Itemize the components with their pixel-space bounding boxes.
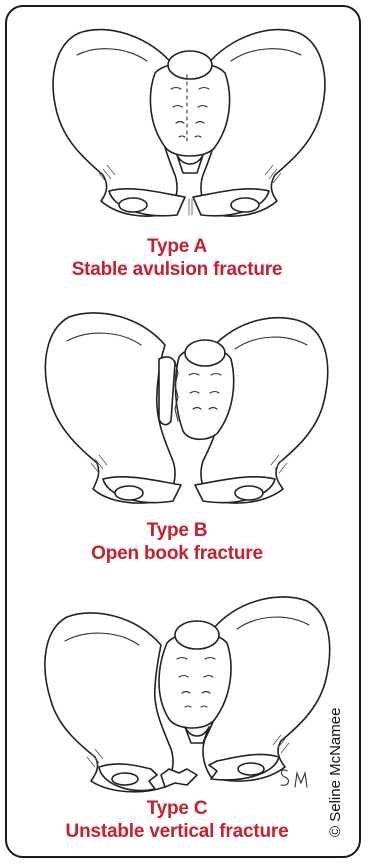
caption-type-b: Type B Open book fracture	[7, 519, 347, 565]
artist-signature	[277, 763, 317, 795]
type-label: Type C	[7, 797, 347, 820]
caption-type-a: Type A Stable avulsion fracture	[7, 235, 347, 281]
copyright-credit: © Seline McNamee	[323, 637, 349, 837]
caption-type-c: Type C Unstable vertical fracture	[7, 797, 347, 843]
fracture-description: Unstable vertical fracture	[7, 820, 347, 843]
fracture-description: Open book fracture	[7, 542, 347, 565]
type-label: Type B	[7, 519, 347, 542]
panel-type-a: Type A Stable avulsion fracture	[7, 7, 347, 287]
fracture-description: Stable avulsion fracture	[7, 258, 347, 281]
pelvis-open-book-icon	[37, 301, 337, 511]
pelvis-intact-icon	[37, 15, 337, 230]
type-label: Type A	[7, 235, 347, 258]
panel-type-c: Type C Unstable vertical fracture	[7, 585, 347, 857]
figure-frame: Type A Stable avulsion fracture	[5, 5, 361, 858]
panel-type-b: Type B Open book fracture	[7, 297, 347, 577]
